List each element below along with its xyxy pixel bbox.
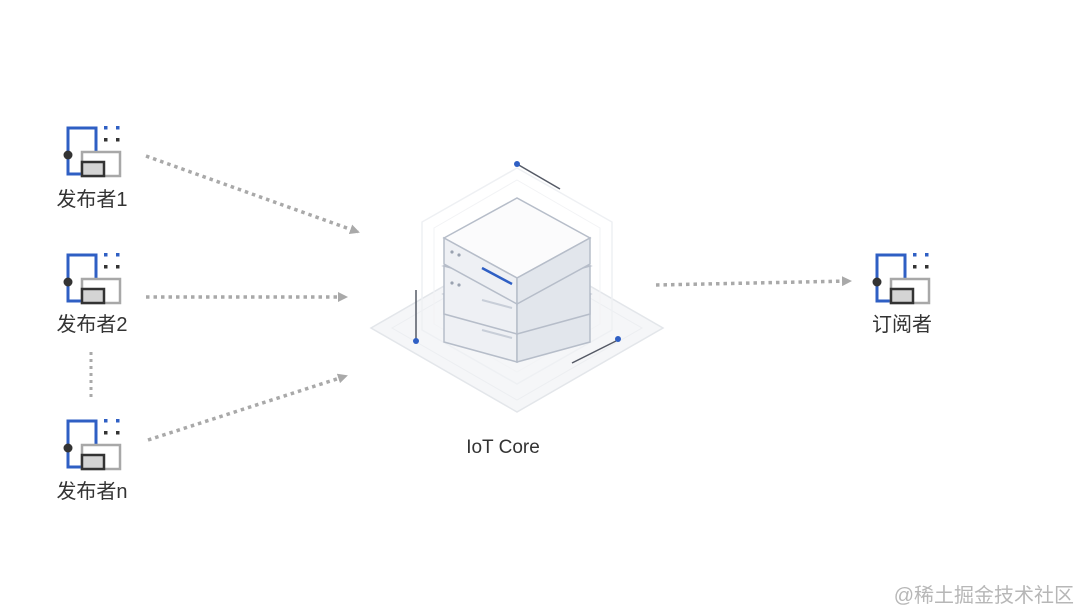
iot-core-server-icon bbox=[369, 161, 665, 413]
iot-core-label: IoT Core bbox=[466, 437, 540, 458]
publisher-2-icon bbox=[62, 251, 122, 305]
publisher-1-icon bbox=[62, 124, 122, 178]
arrow-publisher-n-to-core bbox=[147, 373, 348, 442]
arrow-core-to-subscriber bbox=[655, 276, 852, 287]
subscriber-icon bbox=[871, 251, 931, 305]
publisher-n-icon bbox=[62, 417, 122, 471]
publisher-n-label: 发布者n bbox=[56, 481, 128, 503]
publisher-1-label: 发布者1 bbox=[56, 189, 128, 211]
arrow-publisher-1-to-core bbox=[145, 154, 360, 235]
subscriber-label: 订阅者 bbox=[872, 314, 932, 336]
watermark: @稀土掘金技术社区 bbox=[893, 585, 1074, 607]
publisher-2-label: 发布者2 bbox=[56, 314, 128, 336]
